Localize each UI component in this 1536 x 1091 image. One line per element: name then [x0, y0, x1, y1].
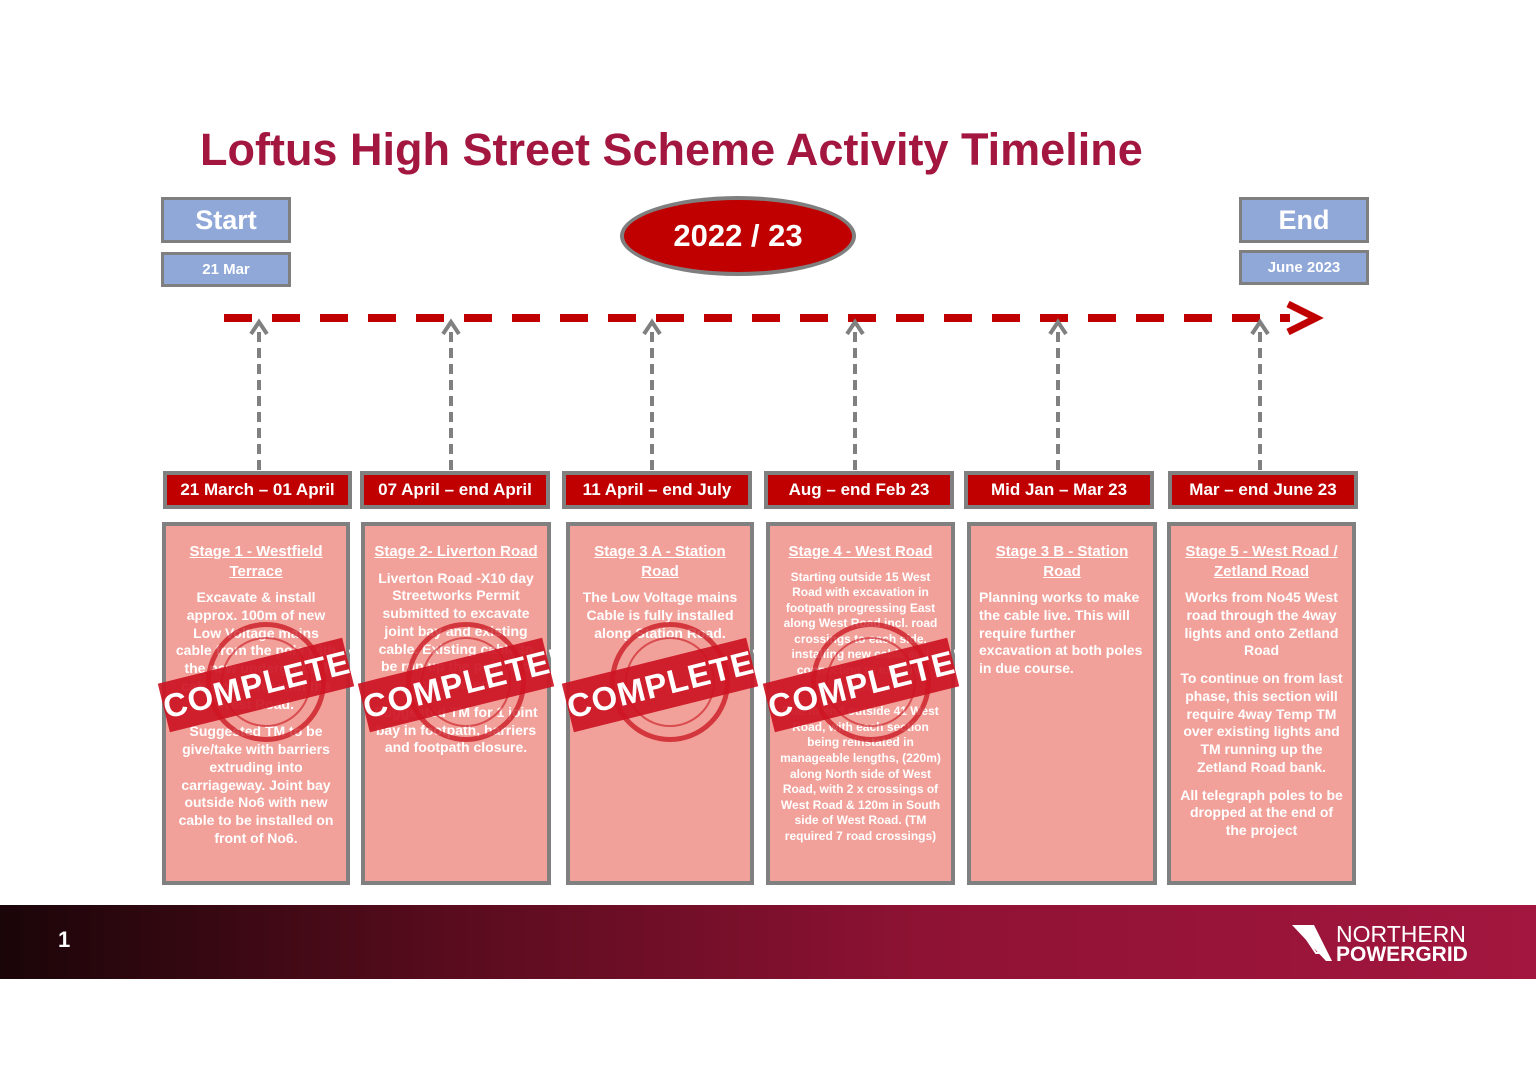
year-oval: 2022 / 23: [620, 196, 856, 276]
page-title: Loftus High Street Scheme Activity Timel…: [200, 124, 1143, 175]
stage-description: Excavate & install approx. 100m of new L…: [175, 589, 337, 712]
stage-description: Planning works to make the cable live. T…: [979, 589, 1143, 677]
stage-heading: Stage 4 - West Road: [788, 543, 933, 560]
stage-description: Works from No45 West road through the 4w…: [1184, 589, 1339, 659]
stage-description: To continue on from last phase, this sec…: [1180, 670, 1343, 775]
logo-line1: NORTHERN: [1336, 921, 1466, 947]
stage-date-label: Mar – end June 23: [1168, 471, 1358, 509]
stage-date-label: Mid Jan – Mar 23: [964, 471, 1154, 509]
timeline-arrowhead: [1286, 300, 1324, 336]
stage-description: Liverton Road -X10 day Streetworks Permi…: [378, 569, 534, 693]
logo-line2: POWERGRID: [1336, 943, 1468, 966]
stage-description: The Low Voltage mains Cable is fully ins…: [582, 589, 738, 641]
stage-date-label: 07 April – end April: [360, 471, 550, 509]
timeline-arrows: [224, 300, 1324, 470]
footer-band: 1 NORTHERN POWERGRID: [0, 905, 1536, 979]
connectors: [249, 318, 1270, 470]
connector-arrowhead: [1250, 318, 1270, 336]
stage-description: Starting outside 15 West Road with excav…: [783, 569, 938, 693]
stage-heading: Stage 2- Liverton Road: [374, 543, 538, 560]
connector-arrowhead: [845, 318, 865, 336]
stage-heading: Stage 3 A - Station Road: [594, 543, 726, 580]
northern-powergrid-logo: NORTHERN POWERGRID: [1292, 921, 1482, 967]
stage-description: Due to end outside 41 West Road, with ea…: [780, 704, 941, 843]
stage-description: Suggested TM for 1 joint bay in footpath…: [374, 703, 538, 756]
stage-heading: Stage 1 - Westfield Terrace: [189, 543, 323, 580]
stage-description: Suggested TM to be give/take with barrie…: [178, 723, 334, 846]
page-number: 1: [58, 927, 71, 952]
stage-date-label: Aug – end Feb 23: [764, 471, 954, 509]
end-date: June 2023: [1239, 250, 1369, 285]
stage-date-label: 21 March – 01 April: [163, 471, 352, 509]
logo-chevron-icon: [1292, 925, 1332, 961]
stage-date-label: 11 April – end July: [562, 471, 752, 509]
end-label: End: [1239, 197, 1369, 243]
start-date: 21 Mar: [161, 252, 291, 287]
connector-arrowhead: [441, 318, 461, 336]
connector-arrowhead: [1048, 318, 1068, 336]
stage-heading: Stage 5 - West Road / Zetland Road: [1185, 543, 1338, 580]
stage-heading: Stage 3 B - Station Road: [995, 543, 1129, 580]
start-label: Start: [161, 197, 291, 243]
connector-arrowhead: [249, 318, 269, 336]
stage-description: All telegraph poles to be dropped at the…: [1180, 786, 1343, 839]
connector-arrowhead: [642, 318, 662, 336]
